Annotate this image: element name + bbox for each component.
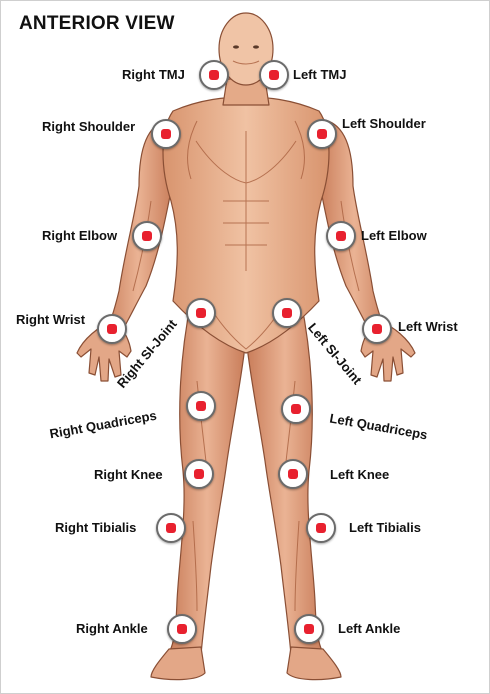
marker-dot [291, 404, 301, 414]
left-shoulder-marker[interactable] [307, 119, 337, 149]
left-tibialis-label: Left Tibialis [349, 520, 421, 535]
marker-dot [372, 324, 382, 334]
left-elbow-label: Left Elbow [361, 228, 427, 243]
marker-dot [196, 308, 206, 318]
right-tibialis-marker[interactable] [156, 513, 186, 543]
right-ankle-label: Right Ankle [76, 621, 148, 636]
left-elbow-marker[interactable] [326, 221, 356, 251]
right-quadriceps-marker[interactable] [186, 391, 216, 421]
right-wrist-marker[interactable] [97, 314, 127, 344]
left-wrist-marker[interactable] [362, 314, 392, 344]
marker-dot [336, 231, 346, 241]
left-ankle-label: Left Ankle [338, 621, 401, 636]
left-shoulder-label: Left Shoulder [342, 116, 426, 131]
right-si-joint-marker[interactable] [186, 298, 216, 328]
marker-dot [316, 523, 326, 533]
right-tmj-label: Right TMJ [122, 67, 185, 82]
marker-dot [196, 401, 206, 411]
right-tibialis-label: Right Tibialis [55, 520, 137, 535]
marker-dot [194, 469, 204, 479]
left-knee-marker[interactable] [278, 459, 308, 489]
marker-dot [288, 469, 298, 479]
left-tibialis-marker[interactable] [306, 513, 336, 543]
left-ankle-marker[interactable] [294, 614, 324, 644]
right-ankle-marker[interactable] [167, 614, 197, 644]
marker-dot [317, 129, 327, 139]
right-knee-label: Right Knee [94, 467, 163, 482]
marker-dot [304, 624, 314, 634]
right-wrist-label: Right Wrist [16, 312, 86, 327]
right-tmj-marker[interactable] [199, 60, 229, 90]
marker-dot [177, 624, 187, 634]
marker-dot [282, 308, 292, 318]
right-shoulder-marker[interactable] [151, 119, 181, 149]
left-quadriceps-marker[interactable] [281, 394, 311, 424]
marker-dot [269, 70, 279, 80]
right-elbow-label: Right Elbow [42, 228, 118, 243]
right-knee-marker[interactable] [184, 459, 214, 489]
marker-dot [166, 523, 176, 533]
right-elbow-marker[interactable] [132, 221, 162, 251]
marker-dot [142, 231, 152, 241]
left-tmj-marker[interactable] [259, 60, 289, 90]
marker-dot [161, 129, 171, 139]
left-tmj-label: Left TMJ [293, 67, 347, 82]
view-title: ANTERIOR VIEW [19, 13, 175, 34]
left-si-joint-marker[interactable] [272, 298, 302, 328]
right-shoulder-label: Right Shoulder [42, 119, 136, 134]
left-wrist-label: Left Wrist [398, 319, 458, 334]
left-knee-label: Left Knee [330, 467, 390, 482]
marker-dot [107, 324, 117, 334]
marker-dot [209, 70, 219, 80]
